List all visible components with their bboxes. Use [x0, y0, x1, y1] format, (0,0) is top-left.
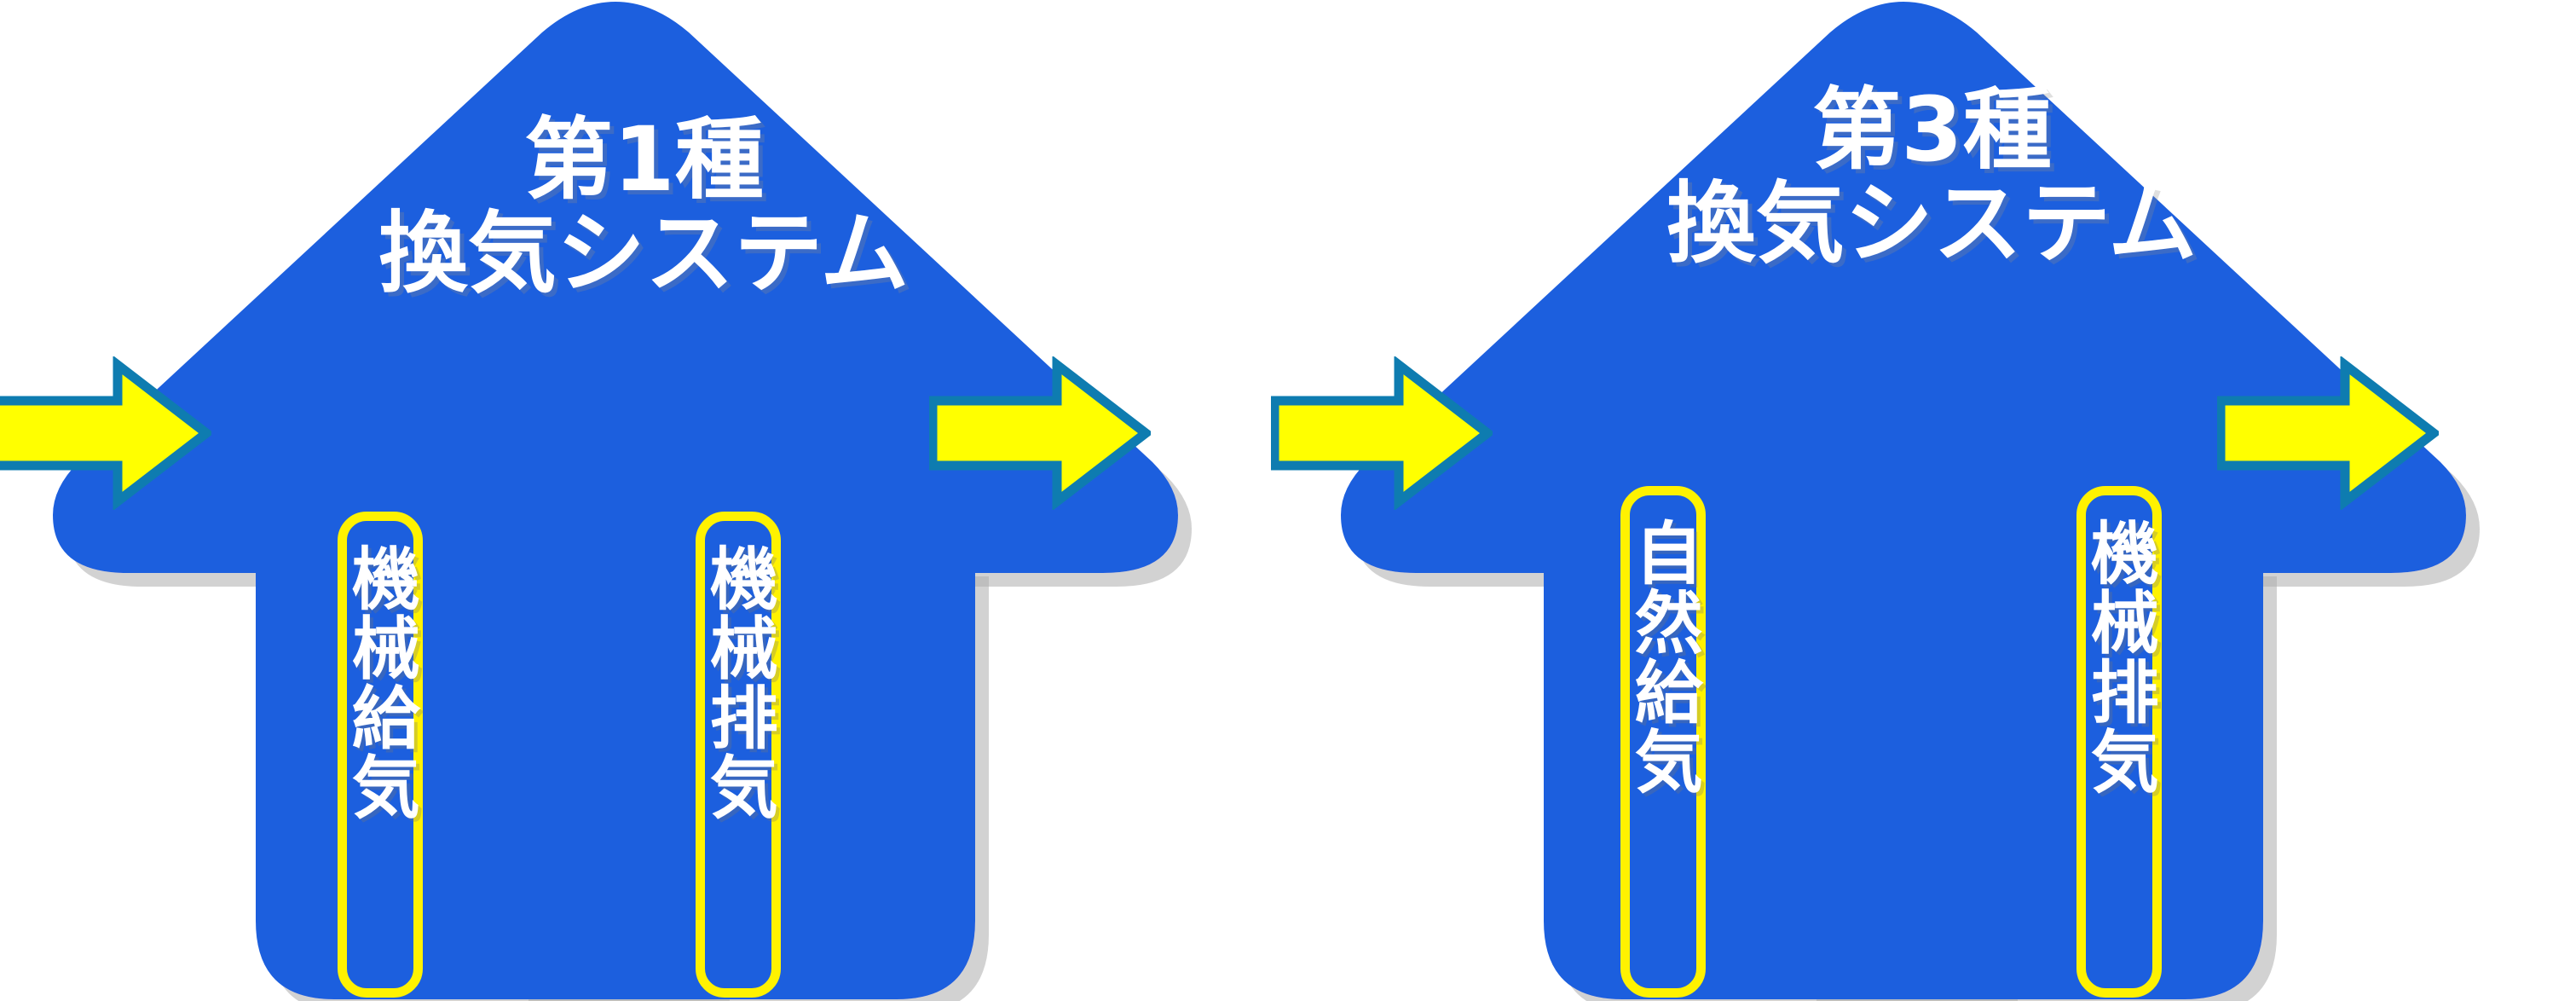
supply-flow-arrow-type-3 [1271, 356, 1493, 510]
supply-label-text: 機械給気 [340, 543, 420, 822]
ventilation-diagram-type-3: 第3種 換気システム 自然給気 機械排気 [1271, 0, 2576, 1001]
house-body-path [53, 2, 1178, 999]
supply-arrow-path [0, 356, 211, 510]
house-arrow-shape-type-1 [53, 2, 1178, 999]
house-body-path [1341, 2, 2466, 999]
house-stem-path [256, 563, 975, 999]
exhaust-label-text: 機械排気 [698, 543, 778, 822]
exhaust-arrow-path [929, 356, 1151, 510]
exhaust-label-box-type-1: 機械排気 [696, 512, 781, 998]
supply-arrow-path [1271, 356, 1493, 510]
supply-flow-arrow-type-1 [0, 356, 211, 510]
exhaust-arrow-path [2217, 356, 2439, 510]
supply-label-text: 自然給気 [1623, 518, 1703, 796]
house-arrow-svg [53, 2, 1178, 999]
exhaust-label-box-type-3: 機械排気 [2076, 486, 2162, 998]
supply-label-box-type-1: 機械給気 [338, 512, 423, 998]
supply-label-box-type-3: 自然給気 [1620, 486, 1706, 998]
exhaust-label-text: 機械排気 [2079, 518, 2159, 796]
ventilation-diagram-type-1: 第1種 換気システム 機械給気 機械排気 [0, 2, 1178, 999]
exhaust-flow-arrow-type-3 [2217, 356, 2439, 510]
exhaust-flow-arrow-type-1 [929, 356, 1151, 510]
